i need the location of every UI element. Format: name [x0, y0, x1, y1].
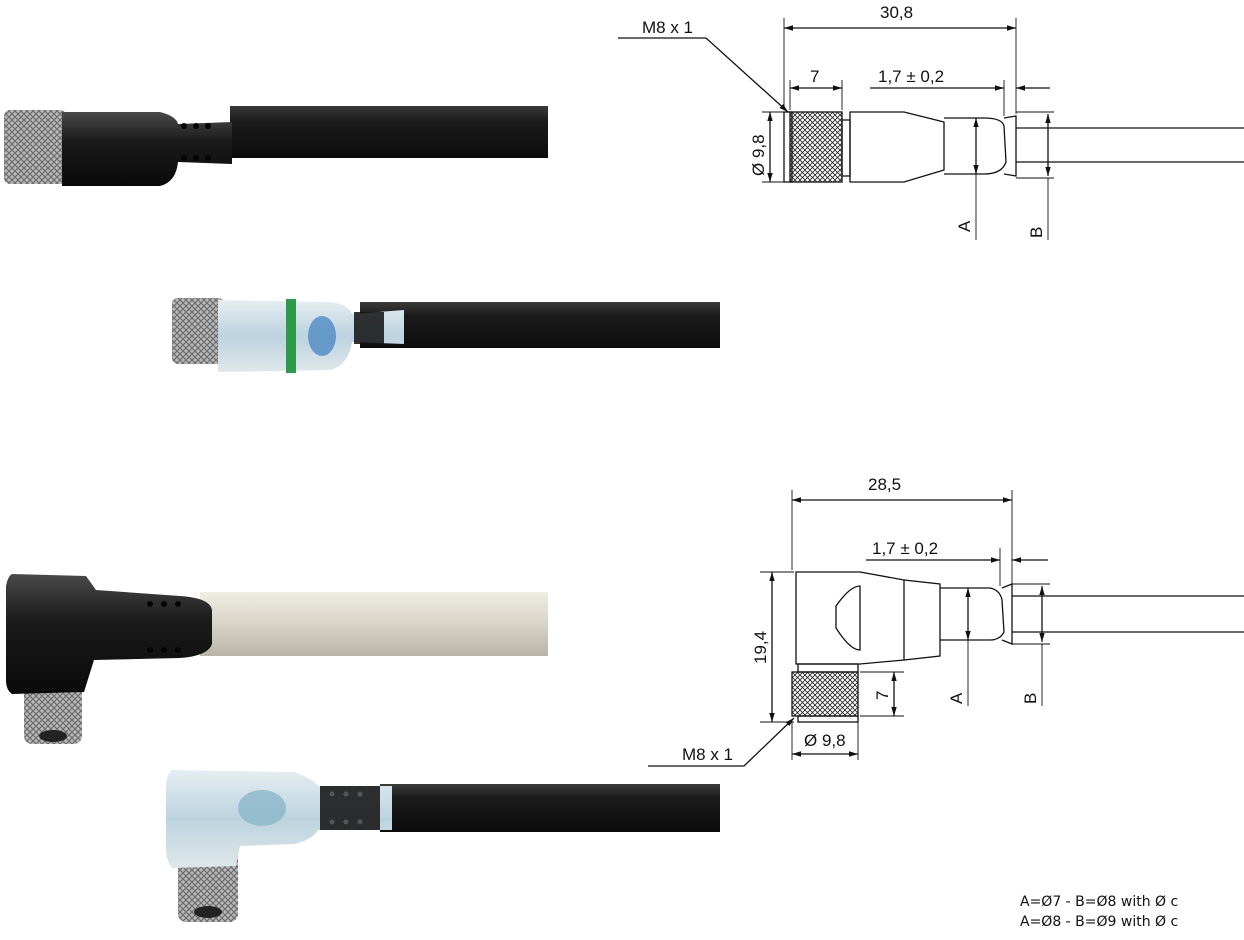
photo-angled-led-connector [166, 770, 720, 922]
photo-angled-grey-cable-connector [6, 574, 548, 744]
thread-label: M8 x 1 [642, 18, 693, 37]
diameter-label: Ø 9,8 [749, 134, 768, 176]
height-label: 19,4 [751, 631, 770, 664]
drawing-body [849, 111, 945, 183]
drawing-knurled-nut [791, 671, 859, 717]
nut-height-label: 7 [873, 691, 892, 700]
thread-label: M8 x 1 [682, 745, 733, 764]
connector-body [62, 112, 232, 186]
note-line-2: A=Ø8 - B=Ø9 with Ø c [1020, 914, 1179, 930]
drawing-grip [944, 117, 1007, 175]
drawing-knurled-nut [789, 111, 843, 183]
cable-black [380, 784, 720, 832]
gap-label: 1,7 ± 0,2 [878, 67, 944, 86]
gap-label: 1,7 ± 0,2 [872, 539, 938, 558]
connector-body [6, 574, 212, 694]
overall-length-label: 30,8 [880, 3, 913, 22]
thread-leader [618, 37, 789, 113]
photo-straight-led-connector [172, 298, 720, 373]
drawing-straight-connector [618, 18, 1244, 240]
knurled-nut [4, 110, 66, 184]
cable-black [360, 302, 720, 348]
nut-length-label: 7 [810, 67, 819, 86]
drawing-straight-labels: M8 x 1 30,8 7 1,7 ± 0,2 Ø 9,8 A B [642, 3, 1046, 238]
dim-a-label: A [947, 692, 966, 704]
cable-grey [200, 592, 548, 656]
photo-straight-black-connector [4, 106, 548, 186]
drawing-angled-labels: 28,5 1,7 ± 0,2 19,4 7 A B M8 x 1 Ø 9,8 [682, 475, 1040, 764]
drawing-grip [940, 587, 1005, 641]
diameter-label: Ø 9,8 [804, 731, 846, 750]
led-ring [286, 299, 296, 373]
knurled-nut [172, 298, 224, 364]
dim-b-label: B [1027, 227, 1046, 238]
drawing-angled-connector [648, 490, 1244, 767]
overall-length-label: 28,5 [868, 475, 901, 494]
cable-black [230, 106, 548, 158]
note-line-1: A=Ø7 - B=Ø8 with Ø c [1020, 894, 1179, 910]
dim-a-label: A [955, 220, 974, 232]
drawing-angled-housing [795, 571, 905, 665]
thread-leader [648, 717, 795, 767]
dim-b-label: B [1021, 693, 1040, 704]
